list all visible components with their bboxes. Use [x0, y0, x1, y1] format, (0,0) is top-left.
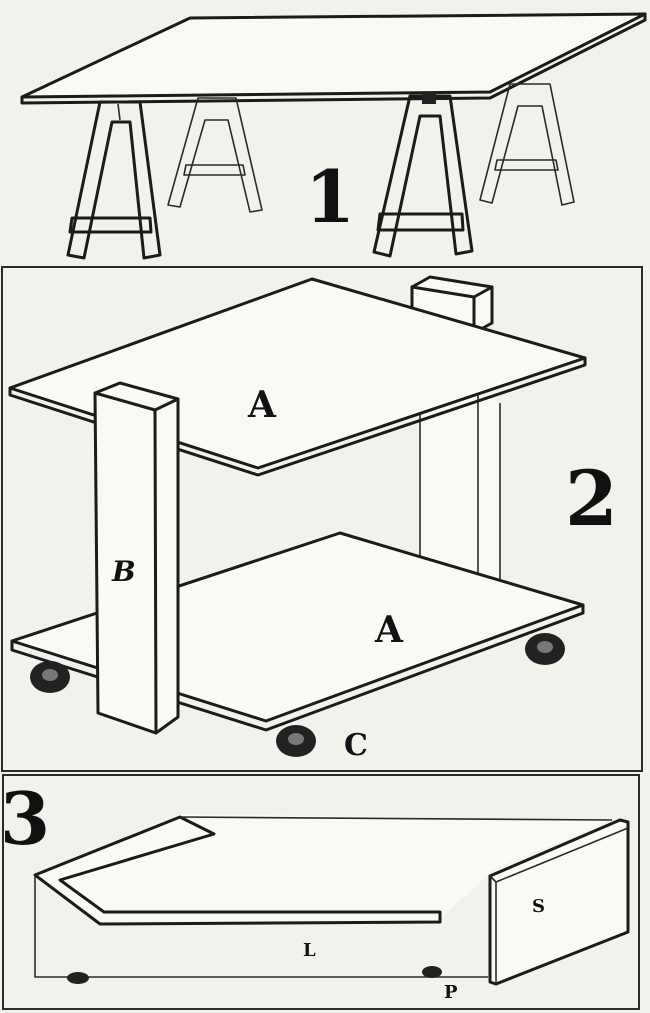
step-3-illustration: S L P 3	[0, 774, 640, 1010]
step-2-panel: A A B C 2	[0, 265, 650, 773]
sawhorse-front-right	[372, 92, 474, 258]
base-board	[33, 814, 613, 978]
step-2-number: 2	[565, 454, 618, 543]
label-shelf-top: A	[247, 384, 277, 426]
label-shelf-bottom: A	[374, 609, 404, 651]
label-post: B	[111, 555, 136, 588]
wheels	[67, 966, 442, 984]
sawhorse-back-right	[479, 83, 575, 206]
step-1-panel: 1	[0, 0, 650, 262]
step-1-number: 1	[305, 154, 355, 239]
label-wheel-p: P	[444, 982, 458, 1003]
label-base: L	[303, 940, 316, 961]
label-wheel: C	[344, 728, 368, 763]
label-side-panel: S	[532, 896, 545, 917]
step-2-illustration: A A B C 2	[1, 266, 643, 772]
sawhorse-back-left	[167, 97, 263, 213]
table-top	[20, 12, 647, 105]
side-panel	[488, 818, 630, 986]
back-post	[419, 395, 501, 584]
step-3-panel: S L P 3	[0, 772, 650, 1013]
front-post	[93, 381, 180, 735]
step-2-frame	[1, 266, 643, 772]
step-3-frame	[2, 774, 640, 1010]
caster-wheels	[30, 633, 565, 757]
step-3-number: 3	[0, 776, 50, 861]
step-1-illustration: 1	[20, 12, 647, 260]
sawhorse-front-left	[66, 100, 162, 260]
